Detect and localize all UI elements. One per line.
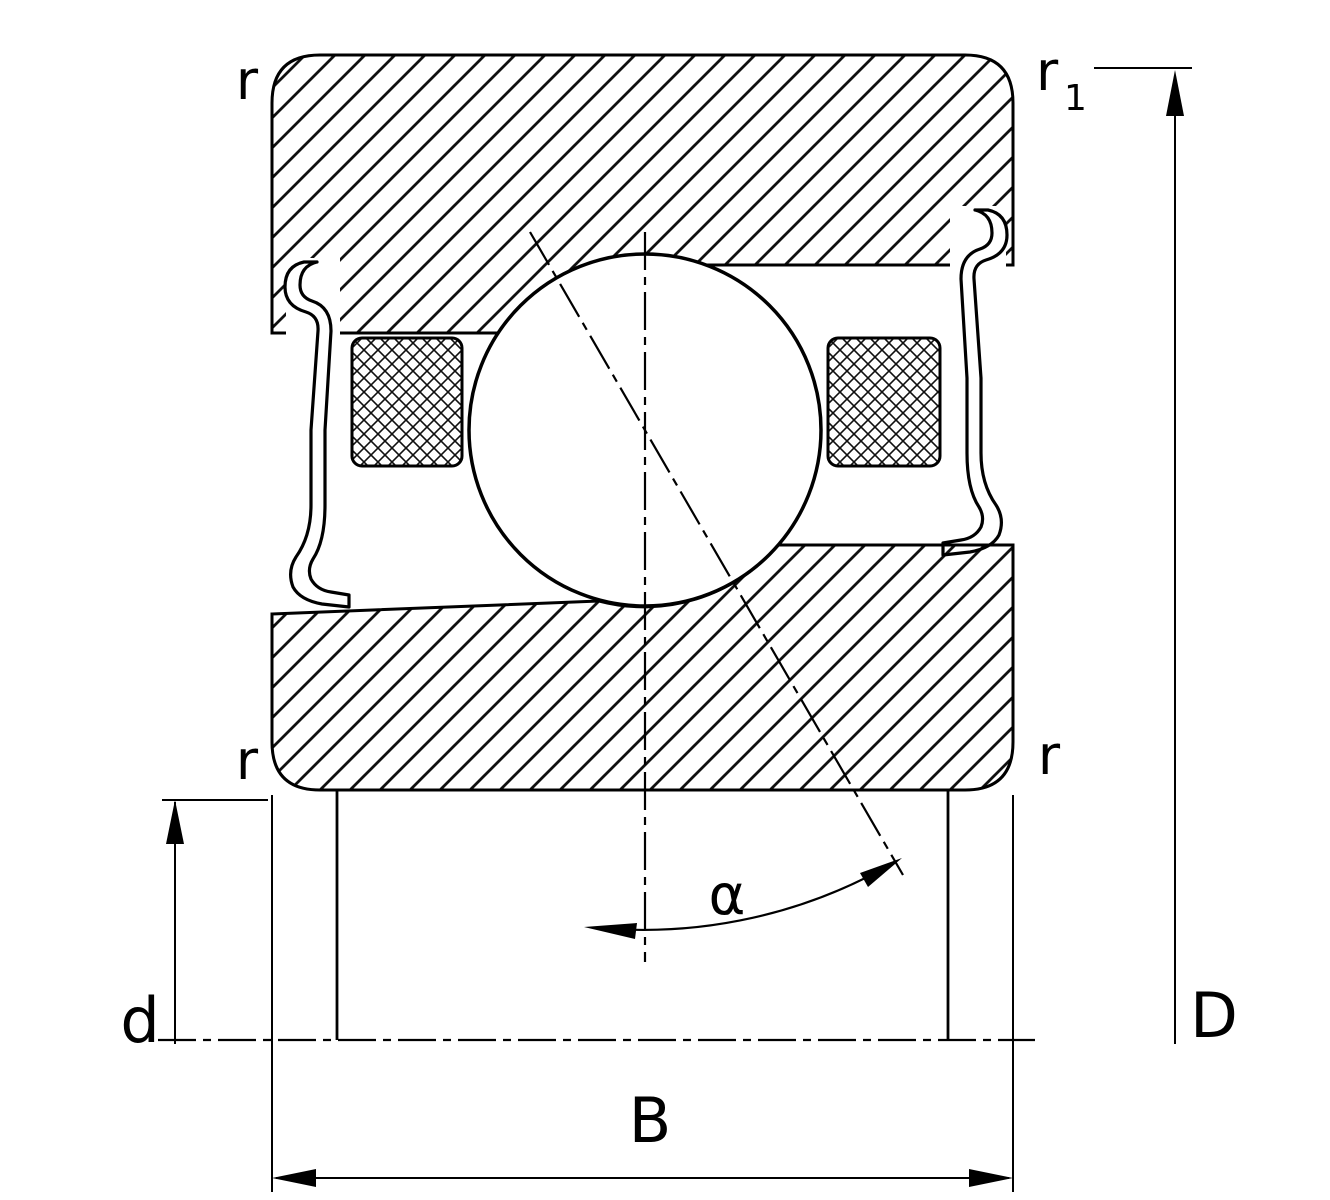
label-radius-top-right: r [1036,40,1059,103]
dim-B-arrowhead-left [272,1169,316,1187]
label-radius-bottom-right: r [1038,724,1061,787]
label-width: B [629,1084,672,1157]
dimensions [162,67,1192,1192]
label-outer-diameter: D [1190,979,1238,1052]
label-contact-angle: α [709,863,746,928]
dim-d-arrowhead [166,800,184,844]
labels: r r 1 r r d D B α [120,40,1238,1157]
contact-angle-arc [599,861,896,931]
label-radius-top-right-subscript: 1 [1064,78,1087,119]
label-radius-bottom-left: r [236,729,259,792]
label-radius-top-left: r [236,49,259,112]
dim-B-arrowhead-right [969,1169,1013,1187]
seal-groove-right [950,206,1006,288]
seal-left [283,260,351,609]
seal-right-profile [941,208,1009,557]
label-bore-diameter: d [120,984,159,1057]
contact-angle-line [529,231,904,876]
cage-left [350,336,464,468]
centerlines [158,231,1035,1042]
bearing-section [270,53,1015,1040]
cage-right [826,336,942,468]
dim-D-arrowhead [1166,70,1184,116]
contact-angle-arrow-left [584,923,637,939]
contact-angle-arrow-right [860,858,902,887]
seal-right [941,208,1009,557]
